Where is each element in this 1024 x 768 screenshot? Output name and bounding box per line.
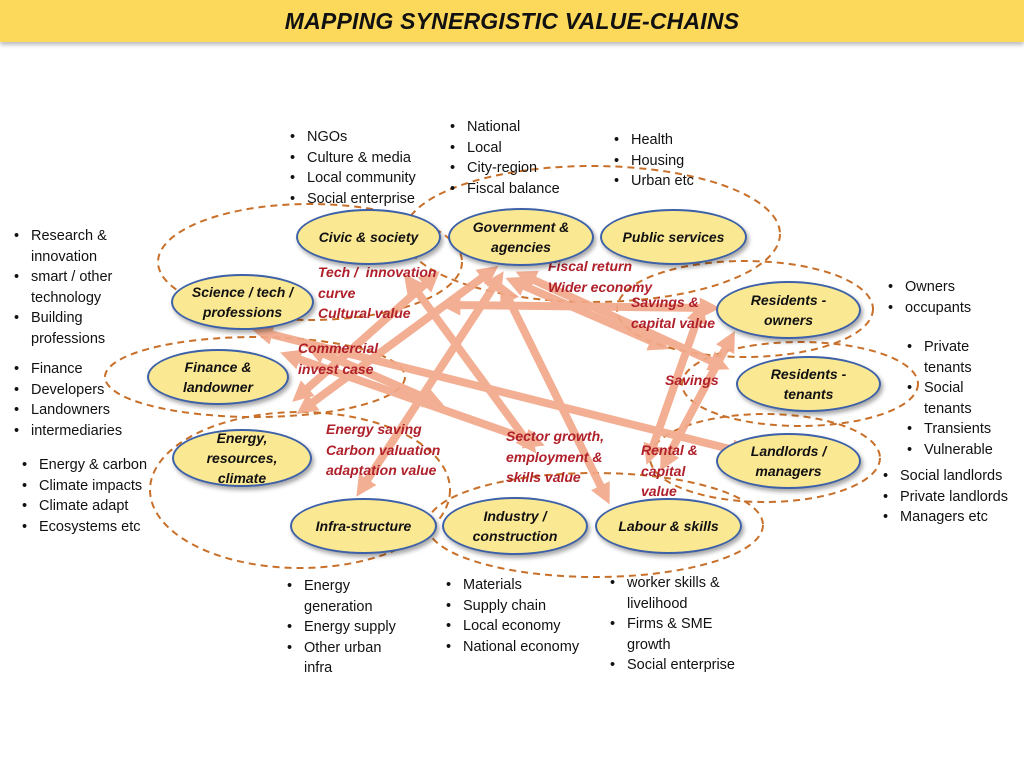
value-label-energy: Energy saving Carbon valuation adaptatio…	[326, 421, 441, 478]
list-item: Culture & media	[287, 148, 447, 169]
value-label-savings: Savings	[665, 372, 719, 388]
arrow-industry-tenants	[660, 330, 735, 472]
list-item: Materials	[443, 575, 583, 596]
list-item: Transients	[904, 419, 1014, 440]
list-item: occupants	[885, 298, 1005, 319]
list-item: Energy generation	[284, 576, 409, 617]
list-industry: Materials Supply chain Local economy Nat…	[443, 575, 583, 657]
list-item: Energy & carbon	[19, 455, 169, 476]
list-item: Social enterprise	[287, 189, 447, 210]
list-science: Research & innovation smart / other tech…	[11, 226, 141, 349]
list-owners: Owners occupants	[885, 277, 1005, 318]
node-residents-owners[interactable]: Residents - owners	[716, 281, 861, 339]
list-item: Vulnerable	[904, 440, 1014, 461]
node-government-agencies[interactable]: Government & agencies	[448, 208, 594, 266]
value-label-commercial: Commercial invest case	[298, 340, 379, 377]
list-government: National Local City-region Fiscal balanc…	[447, 117, 597, 199]
value-label-savings-capital: Savings & capital value	[631, 294, 716, 331]
node-infrastructure[interactable]: Infra-structure	[290, 498, 437, 554]
list-item: Housing	[611, 151, 731, 172]
arrow-science-infra	[305, 344, 445, 408]
node-finance-landowner[interactable]: Finance & landowner	[147, 349, 289, 405]
list-item: Managers etc	[880, 507, 1020, 528]
list-finance: Finance Developers Landowners intermedia…	[11, 359, 151, 441]
list-item: National	[447, 117, 597, 138]
node-civic-society[interactable]: Civic & society	[296, 209, 441, 265]
value-label-tech: Tech / innovation curve Cultural value	[318, 264, 437, 321]
list-item: Other urban infra	[284, 638, 409, 679]
list-item: City-region	[447, 158, 597, 179]
list-item: Climate adapt	[19, 496, 169, 517]
list-item: Private tenants	[904, 337, 1014, 378]
list-item: Private landlords	[880, 487, 1020, 508]
list-tenants: Private tenants Social tenants Transient…	[904, 337, 1014, 460]
list-item: Developers	[11, 380, 151, 401]
list-item: Urban etc	[611, 171, 731, 192]
list-item: Owners	[885, 277, 1005, 298]
page-title: MAPPING SYNERGISTIC VALUE-CHAINS	[284, 7, 740, 34]
dashed-cluster-landlords	[649, 413, 881, 503]
node-public-services[interactable]: Public services	[600, 209, 747, 265]
title-bar: MAPPING SYNERGISTIC VALUE-CHAINS	[0, 0, 1024, 42]
list-item: Firms & SME growth	[607, 614, 757, 655]
list-item: Supply chain	[443, 596, 583, 617]
node-landlords-managers[interactable]: Landlords / managers	[716, 433, 861, 489]
node-industry-construction[interactable]: Industry / construction	[442, 497, 588, 555]
list-item: Fiscal balance	[447, 179, 597, 200]
list-item: Health	[611, 130, 731, 151]
list-item: Local economy	[443, 616, 583, 637]
list-public-services: Health Housing Urban etc	[611, 130, 731, 192]
list-item: Research & innovation	[11, 226, 141, 267]
list-item: Energy supply	[284, 617, 409, 638]
list-item: Finance	[11, 359, 151, 380]
list-item: Local	[447, 138, 597, 159]
list-item: Building professions	[11, 308, 141, 349]
list-item: Local community	[287, 168, 447, 189]
list-item: Social enterprise	[607, 655, 757, 676]
list-item: worker skills & livelihood	[607, 573, 757, 614]
list-labour: worker skills & livelihood Firms & SME g…	[607, 573, 757, 676]
list-item: Social tenants	[904, 378, 1014, 419]
list-item: smart / other technology	[11, 267, 141, 308]
list-infrastructure: Energy generation Energy supply Other ur…	[284, 576, 409, 679]
value-label-sector: Sector growth, employment & skills value	[506, 428, 605, 485]
value-label-rental: Rental & capital value	[641, 442, 698, 499]
node-energy-resources[interactable]: Energy, resources, climate	[172, 429, 312, 487]
list-item: Social landlords	[880, 466, 1020, 487]
list-item: National economy	[443, 637, 583, 658]
list-item: intermediaries	[11, 421, 151, 442]
list-item: Landowners	[11, 400, 151, 421]
value-label-fiscal: Fiscal return Wider economy	[548, 258, 653, 295]
list-item: Ecosystems etc	[19, 517, 169, 538]
list-civic: NGOs Culture & media Local community Soc…	[287, 127, 447, 209]
list-item: NGOs	[287, 127, 447, 148]
node-science-tech[interactable]: Science / tech / professions	[171, 274, 314, 330]
node-residents-tenants[interactable]: Residents - tenants	[736, 356, 881, 412]
node-labour-skills[interactable]: Labour & skills	[595, 498, 742, 554]
list-landlords: Social landlords Private landlords Manag…	[880, 466, 1020, 528]
list-energy: Energy & carbon Climate impacts Climate …	[19, 455, 169, 537]
list-item: Climate impacts	[19, 476, 169, 497]
